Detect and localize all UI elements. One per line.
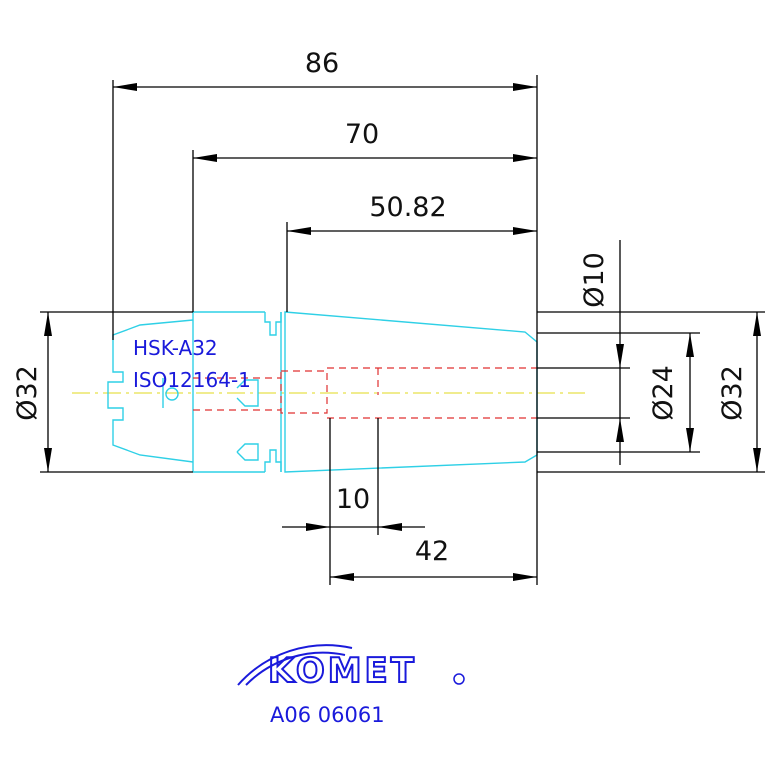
dim-dia-32-right: Ø32 (717, 365, 748, 421)
extension-lines (40, 75, 765, 585)
collet-body (284, 311, 538, 473)
registered-mark-icon (453, 673, 465, 685)
dimension-lines (44, 83, 761, 581)
dim-overall-length: 86 (305, 48, 339, 79)
dim-dia-24: Ø24 (648, 365, 679, 421)
dim-length-42: 42 (415, 536, 449, 567)
logo-wordmark: KOMET (268, 651, 417, 691)
dim-length-10: 10 (336, 484, 370, 515)
hidden-bore (193, 367, 537, 419)
hsk-taper (107, 319, 194, 463)
komet-logo: KOMET (237, 644, 465, 692)
dim-dia-32-left: Ø32 (12, 365, 43, 421)
dim-length-70: 70 (345, 119, 379, 150)
dim-dia-10: Ø10 (579, 252, 610, 308)
logo-arc-outer (237, 644, 353, 686)
article-code: A06 06061 (270, 703, 385, 727)
standard-label: ISO12164-1 (133, 368, 251, 392)
interface-label: HSK-A32 (133, 336, 218, 360)
logo-arc-inner (245, 651, 346, 686)
dim-length-50: 50.82 (369, 192, 446, 223)
